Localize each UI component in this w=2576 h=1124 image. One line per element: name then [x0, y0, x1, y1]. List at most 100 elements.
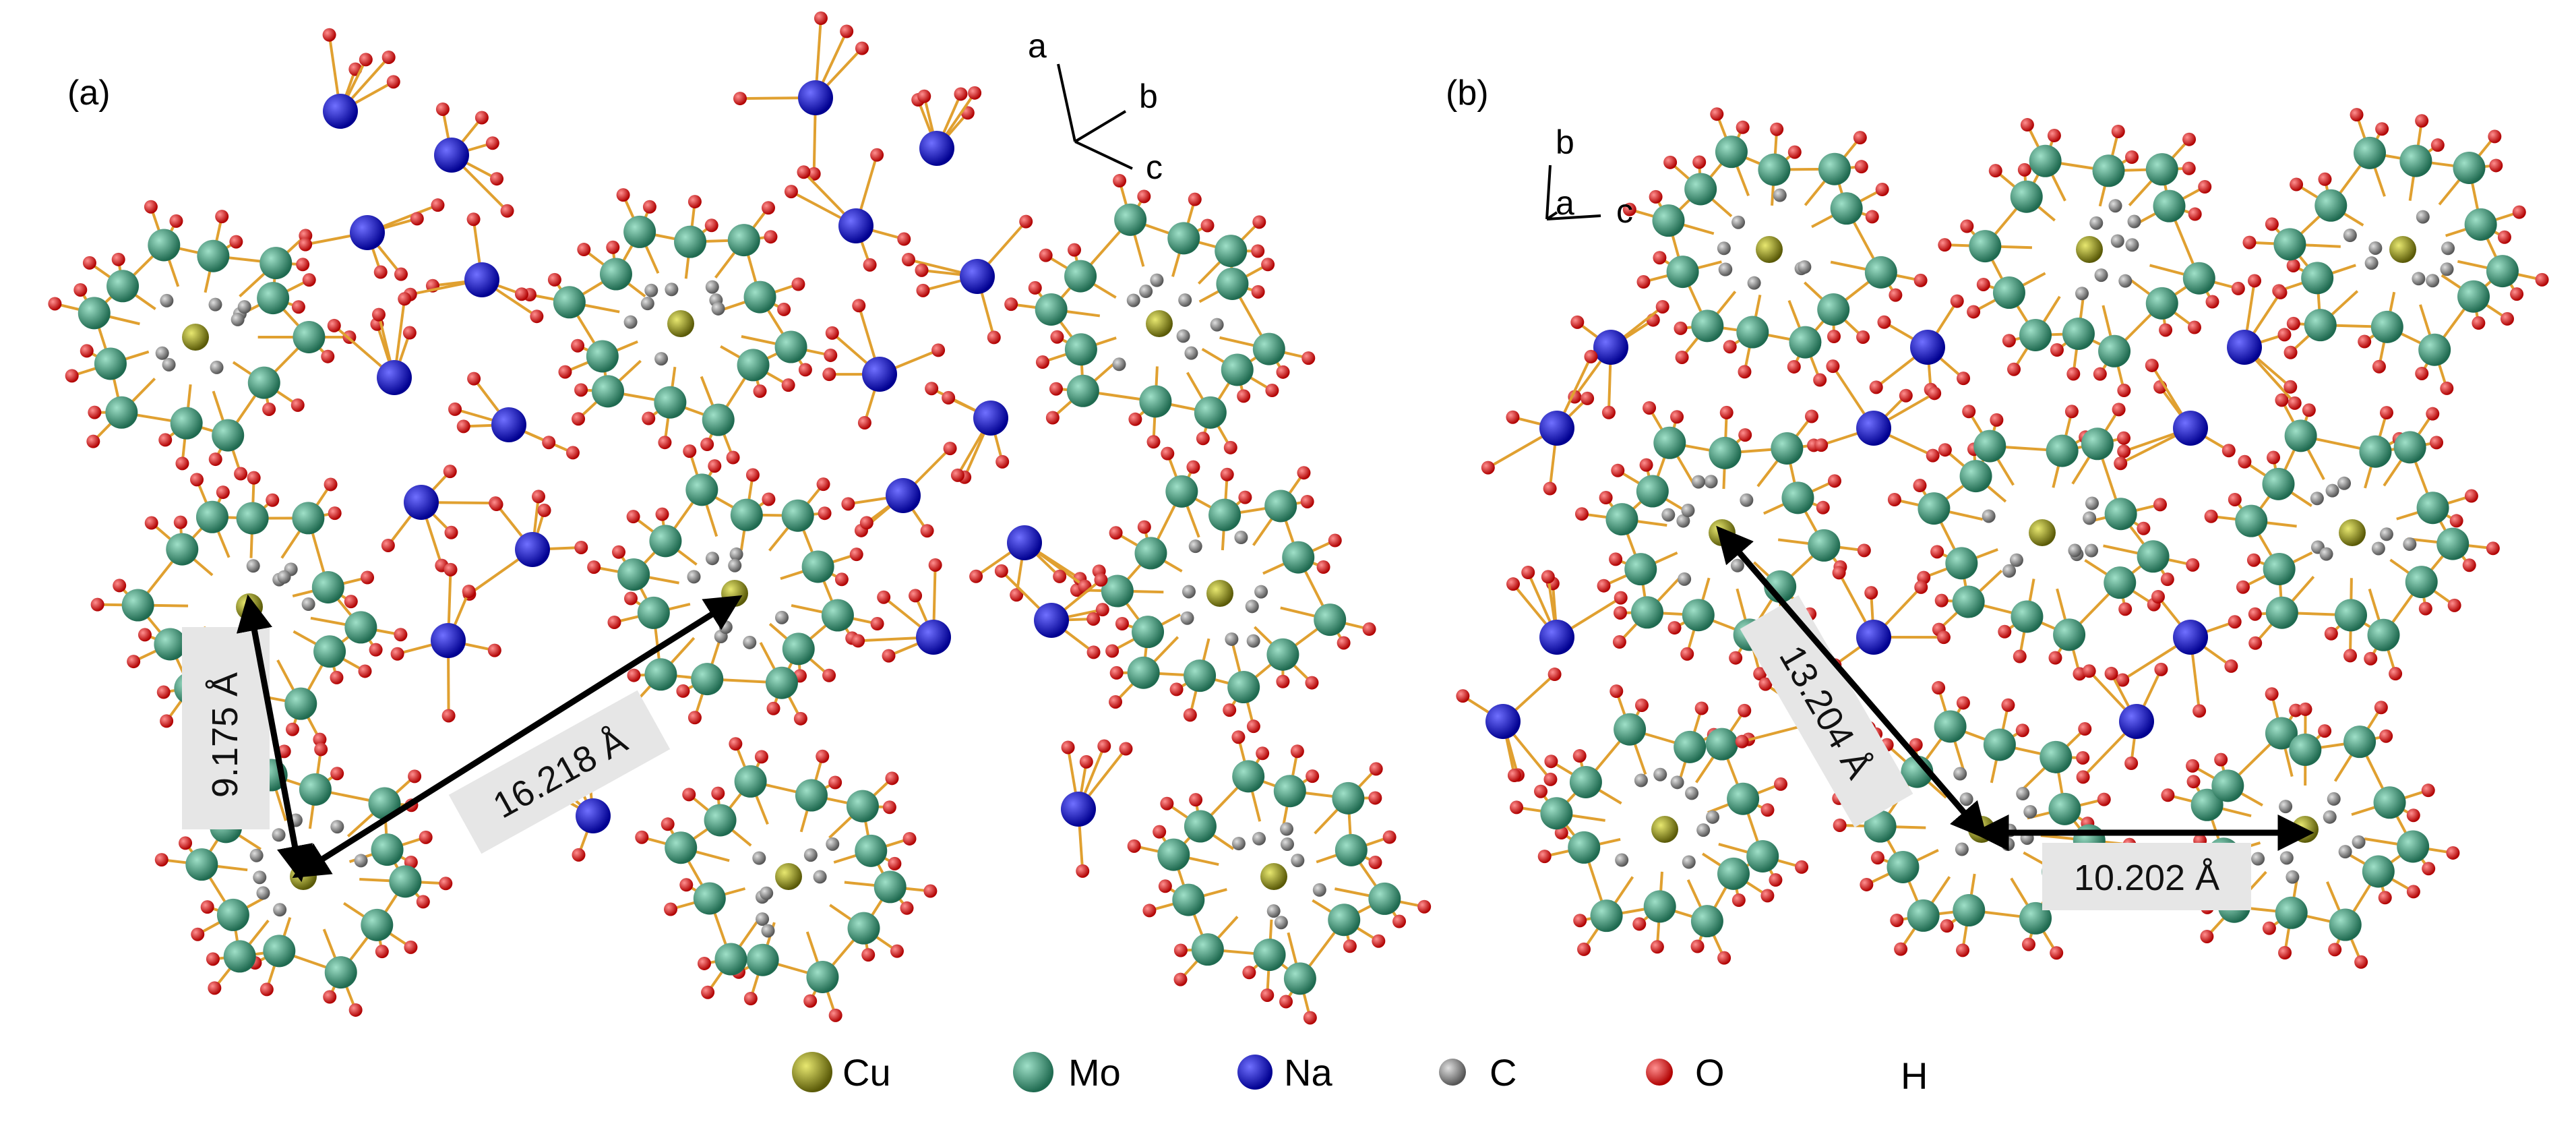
legend-label: Cu	[842, 1051, 891, 1094]
oxygen-atom	[1760, 803, 1775, 817]
molybdenum-atom	[1781, 481, 1814, 514]
oxygen-atom	[683, 444, 697, 459]
oxygen-atom	[1612, 635, 1626, 649]
oxygen-atom	[2116, 673, 2130, 687]
molybdenum-atom	[846, 790, 879, 823]
molybdenum-atom	[1715, 136, 1748, 169]
carbon-atom	[253, 870, 267, 885]
oxygen-atom	[530, 309, 544, 324]
oxygen-atom	[1599, 491, 1613, 505]
molybdenum-atom	[121, 589, 154, 622]
carbon-atom	[2323, 810, 2337, 824]
oxygen-atom	[328, 506, 342, 521]
oxygen-atom	[361, 570, 375, 585]
oxygen-atom	[1186, 460, 1200, 474]
oxygen-atom	[2418, 601, 2432, 616]
carbon-atom	[1719, 262, 1733, 276]
molybdenum-atom	[737, 349, 770, 382]
oxygen-atom	[793, 711, 807, 726]
molybdenum-atom	[1771, 432, 1804, 465]
carbon-atom	[1184, 346, 1198, 360]
molybdenum-atom	[2343, 726, 2376, 759]
sodium-atom	[1856, 620, 1891, 655]
oxygen-atom	[834, 572, 849, 587]
oxygen-atom	[704, 218, 718, 233]
oxygen-atom	[852, 299, 866, 313]
oxygen-atom	[2151, 589, 2165, 603]
oxygen-atom	[2512, 205, 2526, 219]
cu-atom-icon	[792, 1052, 832, 1092]
oxygen-atom	[369, 643, 383, 657]
oxygen-atom	[1581, 391, 1595, 405]
molybdenum-atom	[2397, 830, 2430, 863]
sodium-atom	[464, 262, 499, 297]
molybdenum-atom	[2373, 786, 2406, 819]
carbon-atom	[1254, 585, 1268, 599]
oxygen-atom	[925, 382, 939, 396]
oxygen-atom	[697, 956, 711, 970]
oxygen-atom	[375, 945, 389, 959]
oxygen-atom	[920, 524, 934, 538]
oxygen-atom	[587, 560, 601, 574]
panel-a-axis-triad: a b c	[1028, 27, 1163, 186]
molybdenum-atom	[1605, 503, 1638, 536]
oxygen-atom	[828, 775, 842, 790]
molybdenum-atom	[78, 297, 111, 330]
oxygen-atom	[2021, 937, 2035, 951]
molybdenum-atom	[1643, 890, 1676, 923]
carbon-atom	[1178, 293, 1192, 307]
molybdenum-atom	[1818, 152, 1851, 185]
sodium-atom	[1539, 411, 1574, 446]
oxygen-atom	[299, 237, 313, 252]
carbon-atom	[2279, 851, 2294, 865]
molybdenum-atom	[1808, 529, 1841, 562]
oxygen-atom	[462, 585, 476, 599]
oxygen-atom	[1913, 273, 1928, 287]
oxygen-atom	[1574, 507, 1589, 521]
oxygen-atom	[208, 452, 222, 467]
oxygen-atom	[500, 204, 514, 218]
oxygen-atom	[1936, 630, 1951, 645]
oxygen-atom	[726, 450, 740, 465]
molybdenum-atom	[1983, 728, 2016, 761]
oxygen-atom	[2118, 602, 2133, 616]
oxygen-atom	[1609, 684, 1624, 699]
molybdenum-atom	[2081, 427, 2114, 461]
molybdenum-atom	[2265, 717, 2298, 750]
carbon-atom	[1953, 767, 1967, 781]
oxygen-atom	[1105, 644, 1120, 658]
oxygen-atom	[1636, 275, 1651, 289]
carbon-atom	[1252, 831, 1266, 846]
oxygen-atom	[1300, 494, 1314, 508]
molybdenum-atom	[284, 687, 317, 720]
molybdenum-atom	[617, 558, 650, 591]
oxygen-atom	[2510, 287, 2524, 301]
oxygen-atom	[1237, 389, 1251, 403]
oxygen-atom	[1674, 321, 1688, 335]
molybdenum-atom	[1227, 671, 1260, 704]
oxygen-atom	[2283, 345, 2298, 359]
molybdenum-atom	[257, 282, 290, 315]
oxygen-atom	[1095, 603, 1109, 617]
carbon-atom	[2068, 543, 2082, 558]
oxygen-atom	[2125, 150, 2139, 165]
molybdenum-atom	[637, 596, 670, 629]
oxygen-atom	[754, 750, 768, 764]
oxygen-atom	[943, 442, 957, 456]
oxygen-atom	[1864, 586, 1878, 600]
oxygen-atom	[82, 256, 96, 270]
sodium-atom	[515, 532, 550, 567]
oxygen-atom	[514, 287, 528, 301]
oxygen-atom	[655, 507, 669, 521]
molybdenum-atom	[1266, 638, 1299, 671]
oxygen-atom	[1053, 569, 1067, 583]
oxygen-atom	[1246, 719, 1260, 734]
oxygen-atom	[410, 212, 424, 226]
oxygen-atom	[2204, 509, 2218, 523]
carbon-atom	[2371, 541, 2385, 556]
oxygen-atom	[160, 714, 174, 728]
sodium-atom	[2173, 411, 2208, 446]
oxygen-atom	[2186, 759, 2200, 773]
oxygen-atom	[824, 348, 838, 362]
carbon-atom	[1112, 357, 1126, 372]
